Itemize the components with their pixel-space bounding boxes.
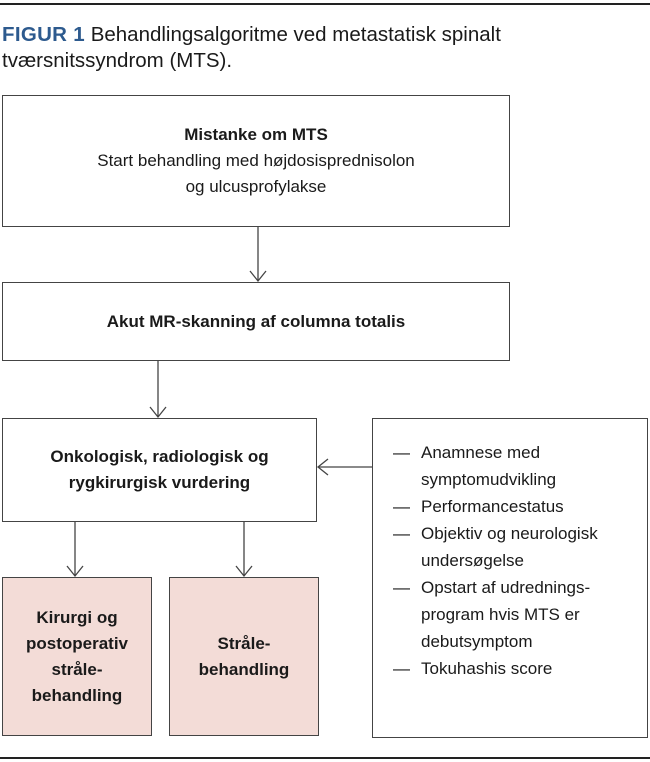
surgery-line-1: Kirurgi og <box>36 607 118 627</box>
mri-box: Akut MR-skanning af columna totalis <box>2 282 510 361</box>
dash-marker: — <box>393 578 410 597</box>
arrow-assessment-to-radiation <box>235 522 253 578</box>
surgery-line-3: stråle- <box>51 659 103 679</box>
assessment-criteria-list: — Anamnese med symptomudvikling — Perfor… <box>393 439 637 682</box>
list-item-line: Performancestatus <box>421 497 564 516</box>
list-item-text: Opstart af udrednings- program hvis MTS … <box>421 574 637 655</box>
radiation-line-1: Stråle- <box>217 633 271 653</box>
list-item-text: Anamnese med symptomudvikling <box>421 439 637 493</box>
suspicion-title: Mistanke om MTS <box>184 125 328 144</box>
suspicion-box: Mistanke om MTS Start behandling med høj… <box>2 95 510 227</box>
list-item-line: Objektiv og neurologisk <box>421 524 598 543</box>
surgery-box: Kirurgi og postoperativ stråle- behandli… <box>2 577 152 736</box>
radiation-line-2: behandling <box>198 659 290 679</box>
list-item-line: Anamnese med <box>421 443 541 462</box>
top-rule <box>0 3 650 5</box>
dash-marker: — <box>393 524 410 543</box>
suspicion-line-2: og ulcusprofylakse <box>185 177 327 196</box>
list-item-text: Performancestatus <box>421 493 637 520</box>
dash-marker: — <box>393 443 410 462</box>
list-item-text: Objektiv og neurologisk undersøgelse <box>421 520 637 574</box>
figure-label: FIGUR 1 <box>2 23 85 46</box>
suspicion-line-1: Start behandling med højdosisprednisolon <box>97 151 415 170</box>
assessment-line-1: Onkologisk, radiologisk og <box>50 447 269 466</box>
assessment-box: Onkologisk, radiologisk og rygkirurgisk … <box>2 418 317 522</box>
assessment-criteria-box: — Anamnese med symptomudvikling — Perfor… <box>372 418 648 738</box>
list-item-line: symptomudvikling <box>421 470 557 489</box>
arrow-criteria-to-assessment <box>316 458 372 476</box>
surgery-line-2: postoperativ <box>25 633 129 653</box>
surgery-line-4: behandling <box>31 685 123 705</box>
arrow-suspicion-to-mri <box>249 227 267 283</box>
list-item: — Tokuhashis score <box>393 655 637 682</box>
dash-marker: — <box>393 659 410 678</box>
figure-caption: FIGUR 1 Behandlingsalgoritme ved metasta… <box>2 22 622 74</box>
arrow-mri-to-assessment <box>149 361 167 419</box>
list-item: — Opstart af udrednings- program hvis MT… <box>393 574 637 655</box>
list-item-text: Tokuhashis score <box>421 655 637 682</box>
list-item-line: debutsymptom <box>421 632 533 651</box>
bottom-rule <box>0 757 650 759</box>
list-item: — Objektiv og neurologisk undersøgelse <box>393 520 637 574</box>
mri-title: Akut MR-skanning af columna totalis <box>106 311 406 331</box>
list-item-line: Tokuhashis score <box>421 659 553 678</box>
radiation-box: Stråle- behandling <box>169 577 319 736</box>
dash-marker: — <box>393 497 410 516</box>
list-item-line: undersøgelse <box>421 551 525 570</box>
figure-caption-text: Behandlingsalgoritme ved metastatisk spi… <box>2 23 501 72</box>
assessment-line-2: rygkirurgisk vurdering <box>68 473 251 492</box>
list-item-line: program hvis MTS er <box>421 605 580 624</box>
list-item-line: Opstart af udrednings- <box>421 578 591 597</box>
list-item: — Anamnese med symptomudvikling <box>393 439 637 493</box>
arrow-assessment-to-surgery <box>66 522 84 578</box>
list-item: — Performancestatus <box>393 493 637 520</box>
